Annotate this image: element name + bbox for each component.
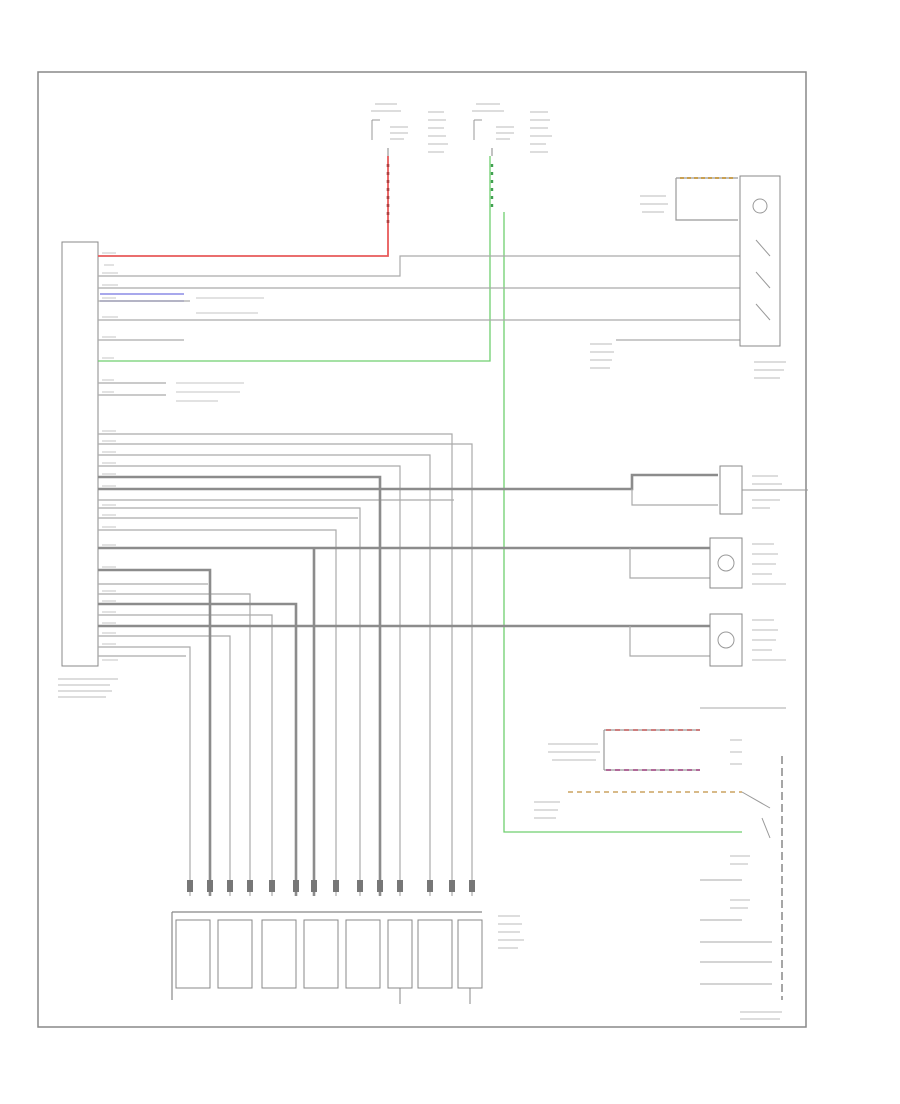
lower-right-component	[534, 707, 786, 1020]
wire	[98, 614, 273, 896]
wire	[98, 646, 191, 896]
wire	[98, 507, 361, 896]
diagram-border	[37, 71, 807, 1028]
solenoid-box	[217, 919, 253, 989]
solenoid-box	[457, 919, 483, 989]
green-ignition-wire-lower	[503, 212, 742, 833]
connector-pins	[187, 880, 475, 892]
wire-note-marks	[176, 297, 264, 402]
hot-in-run-fuse	[472, 103, 514, 156]
fuse-label-right	[530, 111, 552, 153]
ecu-caption	[58, 678, 118, 698]
wire	[98, 529, 337, 896]
right-sensor-mid	[709, 537, 786, 589]
hot-at-all-times-fuse	[371, 103, 408, 156]
solenoid-box	[417, 919, 453, 989]
right-sensor-low	[709, 613, 786, 667]
red-power-wire	[98, 156, 389, 257]
shielded-wire	[98, 568, 212, 896]
green-ignition-wire	[98, 156, 491, 362]
wire	[98, 255, 740, 277]
wire	[98, 443, 473, 896]
wire	[629, 548, 718, 579]
solenoid-block	[171, 911, 524, 1004]
shielded-wire	[98, 602, 298, 896]
wire	[98, 465, 401, 896]
solenoid-box	[345, 919, 381, 989]
solenoid-box	[261, 919, 297, 989]
solenoid-box	[175, 919, 211, 989]
shielded-wire	[98, 473, 718, 491]
wire	[98, 635, 231, 896]
wire	[98, 454, 431, 896]
wire	[631, 489, 718, 506]
range-switch	[590, 175, 786, 379]
ecu-module	[61, 241, 99, 667]
solenoid-box	[387, 919, 413, 989]
wire	[98, 593, 251, 896]
right-sensor-top	[719, 465, 808, 515]
wire	[629, 626, 718, 657]
ecu-pin-labels	[102, 252, 118, 661]
fuse-label-left	[428, 111, 448, 153]
shielded-wire	[98, 475, 382, 896]
wire	[98, 433, 453, 896]
solenoid-box	[303, 919, 339, 989]
